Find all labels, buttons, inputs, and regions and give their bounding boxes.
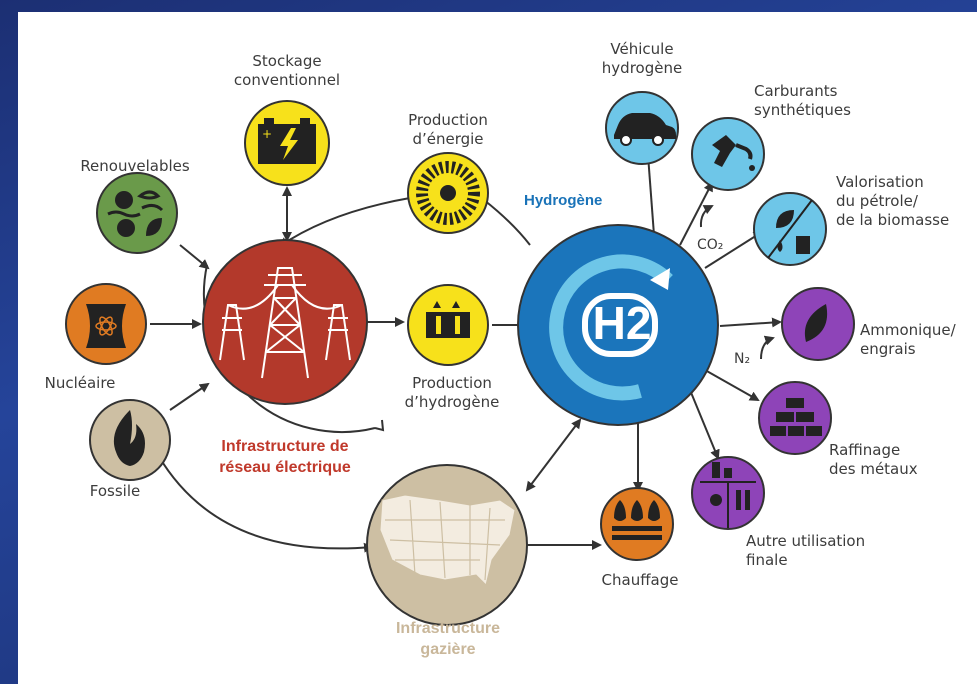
- fuel-pump-icon: [691, 117, 765, 191]
- label-chauffage: Chauffage: [601, 571, 679, 589]
- label-co2: CO₂: [697, 237, 724, 253]
- label-valorisation: Valorisation du pétrole/ de la biomasse: [836, 173, 950, 229]
- label-n2: N₂: [734, 351, 751, 367]
- label-stockage: Stockage conventionnel: [233, 52, 341, 89]
- hydrogen-h2-icon: [517, 224, 719, 426]
- electrolyzer-icon: [407, 284, 489, 366]
- power-grid-icon: [202, 239, 368, 405]
- flame-icon: [89, 399, 171, 481]
- label-autre: Autre utilisation finale: [746, 532, 866, 569]
- oil-biomass-icon: [753, 192, 827, 266]
- industrial-uses-icon: [691, 456, 765, 530]
- label-infra-gaz: Infrastructure gazière: [395, 620, 501, 658]
- label-nucleaire: Nucléaire: [44, 374, 116, 392]
- battery-icon: +: [244, 100, 330, 186]
- power-production-icon: [407, 152, 489, 234]
- h2-symbol: H2: [592, 297, 652, 349]
- svg-text:+: +: [262, 127, 272, 141]
- label-renouvelables: Renouvelables: [80, 157, 190, 175]
- metal-ingots-icon: [758, 381, 832, 455]
- label-fossile: Fossile: [89, 482, 141, 500]
- leaf-drop-icon: [781, 287, 855, 361]
- label-ammoniaque: Ammonique/ engrais: [860, 321, 956, 358]
- label-hydrogene: Hydrogène: [524, 192, 603, 209]
- renewables-icon: [96, 172, 178, 254]
- gas-network-map-icon: [366, 464, 528, 626]
- label-vehicule: Véhicule hydrogène: [601, 40, 683, 77]
- label-carburants: Carburants synthétiques: [754, 82, 851, 119]
- heating-flames-icon: [600, 487, 674, 561]
- label-production-energie: Production d’énergie: [408, 111, 488, 148]
- label-production-hydrogene: Production d’hydrogène: [404, 374, 500, 411]
- label-raffinage: Raffinage des métaux: [829, 441, 918, 478]
- label-infra-reseau: Infrastructure de réseau électrique: [219, 438, 351, 476]
- nuclear-plant-icon: [65, 283, 147, 365]
- car-icon: [605, 91, 679, 165]
